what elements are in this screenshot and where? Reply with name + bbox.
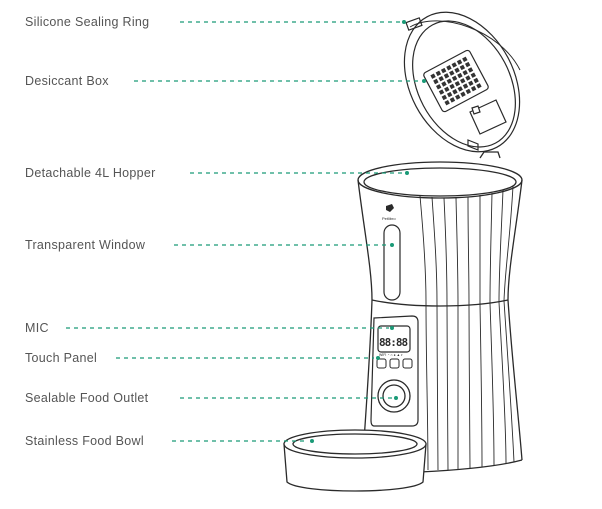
bowl-rim-inner [292, 433, 418, 455]
food-bowl-shape [283, 429, 427, 492]
label-desiccant-box: Desiccant Box [25, 74, 109, 88]
hopper-seam [371, 299, 509, 307]
touch-button-middle [389, 358, 400, 369]
endpoint-silicone-ring [402, 20, 406, 24]
lid-hinge [467, 139, 479, 151]
lid-inner-rim [412, 20, 516, 148]
hopper-ribs [419, 185, 515, 471]
lid-latch [469, 99, 507, 135]
brand-logo: Petlibro [382, 204, 396, 221]
display-status-icons: WIFI ◔ ⌂ ● ▲ ◐ [379, 353, 403, 357]
label-detachable-hopper: Detachable 4L Hopper [25, 166, 156, 180]
endpoint-food-bowl [310, 439, 314, 443]
food-outlet-shape [377, 379, 411, 413]
lid-outer-rim [403, 11, 521, 153]
rim-tabs [479, 151, 501, 159]
endpoint-food-outlet [394, 396, 398, 400]
endpoint-hopper [405, 171, 409, 175]
leader-endpoints [310, 20, 426, 443]
hopper-left-side [357, 179, 373, 301]
display-digits: 88:88 [379, 336, 407, 349]
display-screen [377, 325, 411, 353]
hopper-right-side [507, 179, 523, 301]
brand-name: Petlibro [382, 216, 396, 221]
silicone-sealing-ring-shape [409, 20, 521, 71]
desiccant-grid [430, 56, 482, 106]
endpoint-desiccant-box [422, 79, 426, 83]
label-sealable-food-outlet: Sealable Food Outlet [25, 391, 149, 405]
label-stainless-food-bowl: Stainless Food Bowl [25, 434, 144, 448]
lid-clip-top [405, 17, 423, 31]
touch-button-left [376, 358, 387, 369]
lid [403, 11, 521, 153]
base-right-side [507, 299, 523, 461]
touch-panel-shape [376, 358, 413, 369]
label-transparent-window: Transparent Window [25, 238, 146, 252]
endpoint-mic [390, 326, 394, 330]
brand-mark-icon [386, 204, 394, 212]
touch-button-right [402, 358, 413, 369]
desiccant-box-shape [423, 49, 489, 113]
label-mic: MIC [25, 321, 49, 335]
transparent-window-shape [383, 224, 401, 301]
hopper-inner-rim [363, 167, 517, 197]
label-silicone-sealing-ring: Silicone Sealing Ring [25, 15, 150, 29]
endpoint-touch-panel [376, 356, 380, 360]
leader-lines [66, 21, 420, 442]
endpoint-window [390, 243, 394, 247]
outlet-inner-ring [382, 384, 406, 408]
base-bottom [419, 459, 523, 473]
label-touch-panel: Touch Panel [25, 351, 98, 365]
